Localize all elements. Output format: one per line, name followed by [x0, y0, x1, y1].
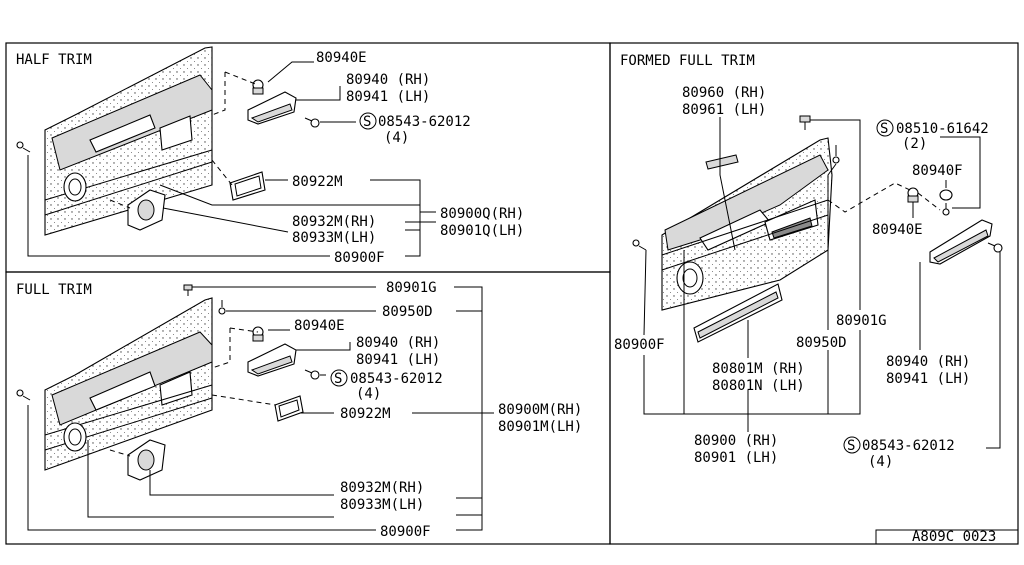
formed-trim-screw-top-icon [942, 203, 950, 216]
formed-trim-label-screw: 08543-62012 [862, 438, 955, 454]
full-trim-pocket-icon [274, 395, 304, 422]
formed-trim-grommet-icon [799, 115, 811, 130]
formed-trim-handle-icon [929, 219, 993, 265]
formed-trim-pocket-icon [693, 283, 783, 343]
formed-trim-label-clip-d: 80950D [796, 335, 847, 351]
full-trim-label-finisher-rh: 80932M(RH) [340, 480, 424, 496]
full-trim-door-panel [44, 297, 213, 471]
formed-trim-title: FORMED FULL TRIM [620, 53, 755, 69]
full-trim-label-handle-rh: 80940 (RH) [356, 335, 440, 351]
formed-trim-clip-lower-icon [632, 239, 647, 251]
footer-code-box [875, 529, 1018, 544]
formed-trim-clip-f-icon [939, 189, 953, 201]
formed-trim-label-trim-rh: 80900 (RH) [694, 433, 778, 449]
full-trim-clip-e-icon [252, 326, 264, 342]
formed-trim-label-trim-lh: 80901 (LH) [694, 450, 778, 466]
formed-trim-label-handle-rh: 80940 (RH) [886, 354, 970, 370]
half-trim-label-handle-lh: 80941 (LH) [346, 89, 430, 105]
half-trim-screw-icon [304, 117, 320, 128]
full-trim-label-handle-lh: 80941 (LH) [356, 352, 440, 368]
formed-trim-label-screw-qty: (4) [868, 454, 893, 470]
full-trim-label-finisher-lh: 80933M(LH) [340, 497, 424, 513]
full-trim-label-trim-rh: 80900M(RH) [498, 402, 582, 418]
full-trim-grommet-icon [183, 284, 193, 296]
half-trim-label-screw-qty: (4) [384, 130, 409, 146]
half-trim-door-panel [44, 46, 213, 236]
formed-trim-label-pocket-lh: 80801N (LH) [712, 378, 805, 394]
formed-trim-label-screw-top-qty: (2) [902, 136, 927, 152]
half-trim-label-pocket: 80922M [292, 174, 343, 190]
formed-trim-clip-d-icon [832, 145, 840, 164]
half-trim-clip-icon [16, 141, 31, 153]
formed-trim-screw-top-symbol-circle [876, 119, 894, 137]
formed-trim-label-grommet: 80901G [836, 313, 887, 329]
full-trim-label-clip-lower: 80900F [380, 524, 431, 540]
full-trim-screw-symbol: S [334, 371, 342, 387]
full-trim-clip-d-icon [218, 300, 226, 315]
full-trim-screw-symbol-circle [330, 369, 348, 387]
formed-trim-label-clip-e: 80940E [872, 222, 923, 238]
half-trim-screw-symbol-circle [359, 112, 377, 130]
half-trim-screw-symbol: S [363, 114, 371, 130]
half-trim-handle-icon [247, 91, 297, 125]
full-trim-label-clip-upper: 80940E [294, 318, 345, 334]
full-trim-label-trim-lh: 80901M(LH) [498, 419, 582, 435]
half-trim-label-handle-rh: 80940 (RH) [346, 72, 430, 88]
formed-full-trim-panel [609, 42, 1019, 545]
full-trim-label-screw: 08543-62012 [350, 371, 443, 387]
formed-trim-screw-top-symbol: S [880, 121, 888, 137]
full-trim-label-screw-qty: (4) [356, 386, 381, 402]
formed-trim-screw-symbol-circle [843, 436, 861, 454]
half-trim-label-screw: 08543-62012 [378, 114, 471, 130]
full-trim-screw-icon [304, 369, 320, 380]
formed-trim-label-strap-lh: 80961 (LH) [682, 102, 766, 118]
formed-trim-label-clip-lower: 80900F [614, 337, 665, 353]
half-trim-label-finisher-rh: 80932M(RH) [292, 214, 376, 230]
full-trim-label-clip-top: 80950D [382, 304, 433, 320]
half-trim-label-finisher-lh: 80933M(LH) [292, 230, 376, 246]
half-trim-pocket-icon [229, 171, 266, 201]
formed-trim-strap-icon [705, 154, 739, 170]
formed-trim-screw-symbol: S [847, 438, 855, 454]
formed-trim-label-strap-rh: 80960 (RH) [682, 85, 766, 101]
full-trim-finisher-icon [127, 439, 166, 481]
formed-trim-door-panel [661, 137, 833, 311]
formed-trim-label-screw-top: 08510-61642 [896, 121, 989, 137]
full-trim-handle-icon [247, 343, 297, 377]
formed-trim-label-pocket-rh: 80801M (RH) [712, 361, 805, 377]
full-trim-title: FULL TRIM [16, 282, 92, 298]
formed-trim-screw-icon [987, 242, 1003, 253]
half-trim-label-trim-rh: 80900Q(RH) [440, 206, 524, 222]
full-trim-label-pocket: 80922M [340, 406, 391, 422]
formed-trim-label-handle-lh: 80941 (LH) [886, 371, 970, 387]
half-trim-label-trim-lh: 80901Q(LH) [440, 223, 524, 239]
half-trim-label-clip-upper: 80940E [316, 50, 367, 66]
full-trim-label-grommet: 80901G [386, 280, 437, 296]
formed-trim-label-clip-f: 80940F [912, 163, 963, 179]
half-trim-label-clip-lower: 80900F [334, 250, 385, 266]
half-trim-clip-e-icon [252, 79, 264, 95]
full-trim-clip-icon [16, 389, 31, 401]
half-trim-title: HALF TRIM [16, 52, 92, 68]
half-trim-finisher-icon [127, 189, 166, 231]
diagram-code: A809C 0023 [912, 529, 996, 545]
